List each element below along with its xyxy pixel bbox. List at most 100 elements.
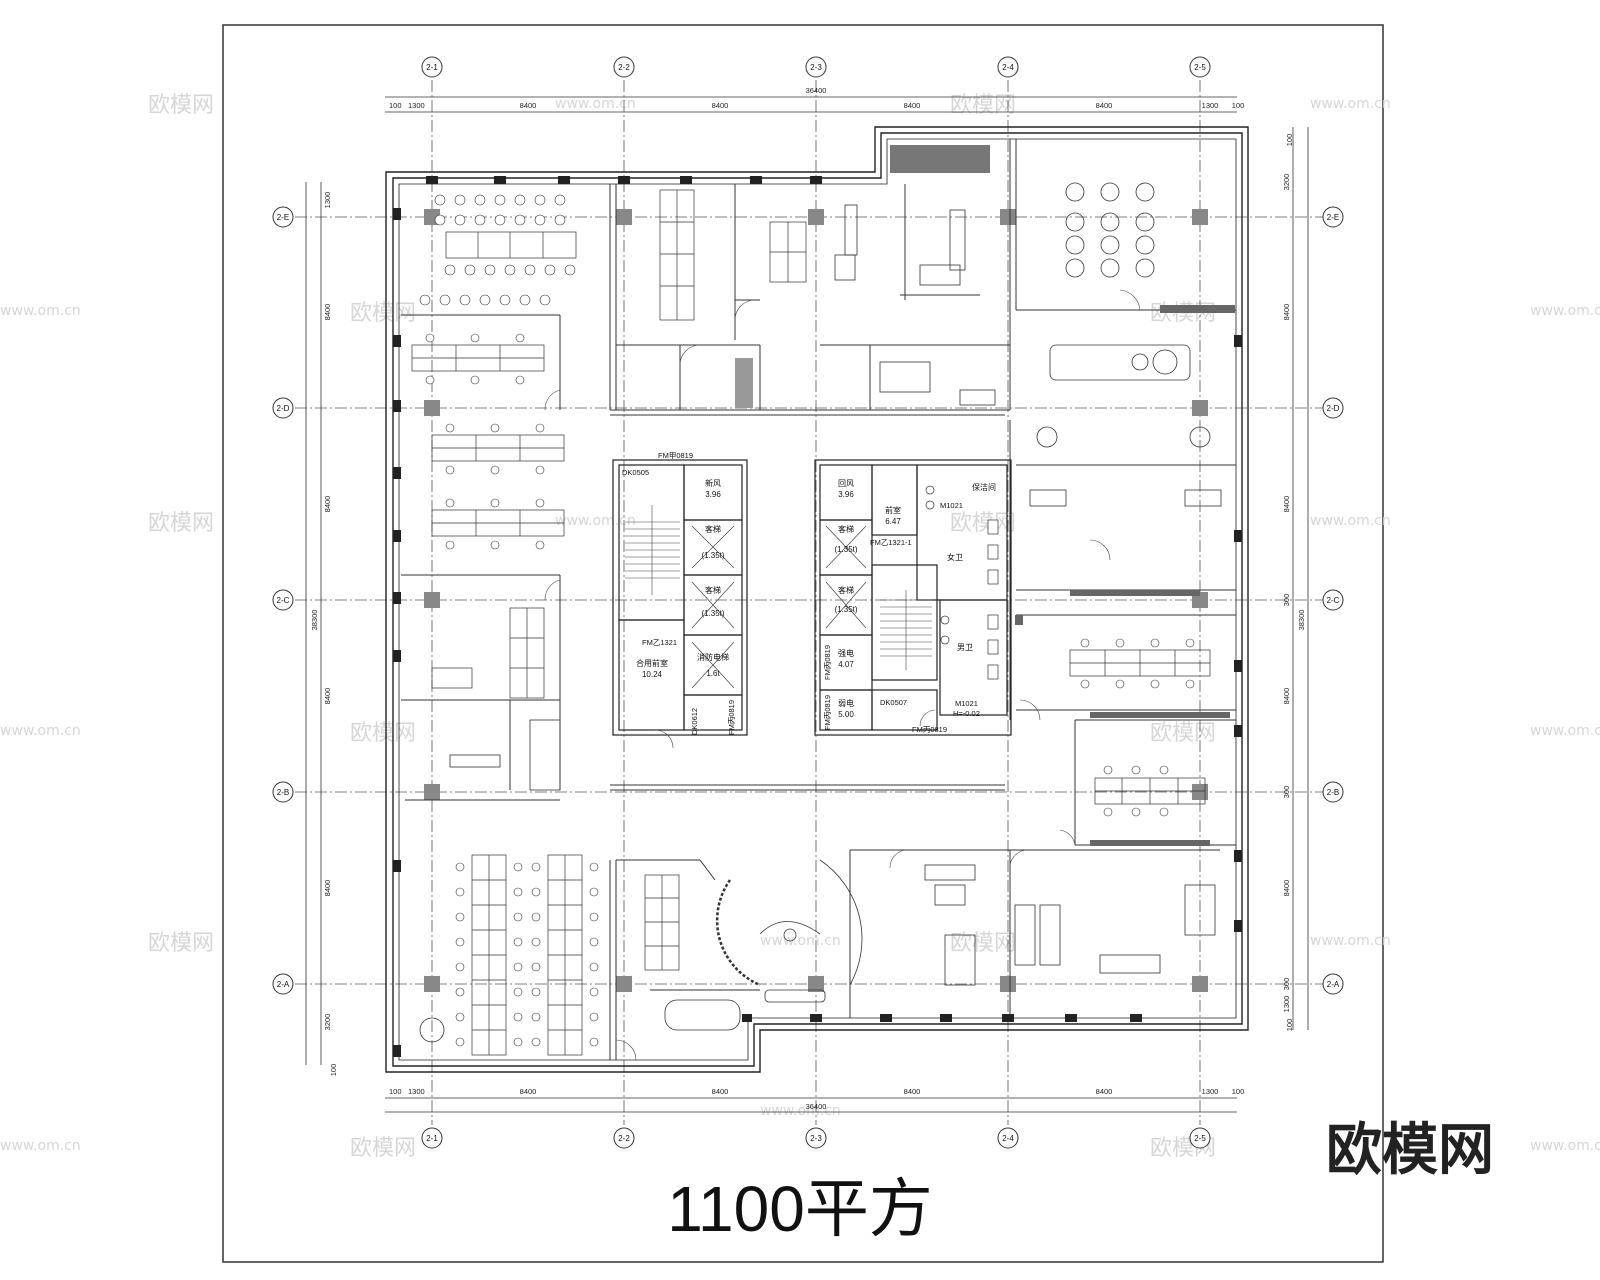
structural-columns xyxy=(393,176,1242,1057)
watermark: 欧模网 xyxy=(1150,721,1216,746)
drawing-title: 1100平方 xyxy=(667,1173,933,1245)
dim-right: 3200 xyxy=(1282,174,1291,191)
stair-treads xyxy=(625,505,932,670)
room-name: 客梯 xyxy=(838,585,854,595)
watermark-url: www.om.cn xyxy=(1310,513,1391,529)
axis-bubble-left: 2-C xyxy=(272,589,294,611)
watermark-url: www.om.cn xyxy=(555,96,636,112)
door-swings xyxy=(544,289,1141,1061)
axis-bubble-left: 2-A xyxy=(272,973,294,995)
dim-right: 300 xyxy=(1282,978,1291,991)
core-room-labels: 新风 3.96 回风 3.96 前室 6.47 合用前室 10.24 强电 4.… xyxy=(636,478,996,719)
room-name: 男卫 xyxy=(957,643,973,652)
svg-text:2-C: 2-C xyxy=(277,596,290,605)
axis-bubble-left: 2-B xyxy=(272,781,294,803)
dim-left: 100 xyxy=(329,1064,338,1077)
dim-right: 1300 xyxy=(1282,996,1291,1013)
dim-left: 8400 xyxy=(323,688,332,705)
door-tag: FM丙0819 xyxy=(727,700,736,735)
dim-top: 100 xyxy=(1232,101,1245,110)
axis-bubble-bottom: 2-3 xyxy=(805,1127,827,1149)
dim-top-total: 36400 xyxy=(806,86,827,95)
room-name: 女卫 xyxy=(947,552,963,562)
dim-right: 300 xyxy=(1282,594,1291,607)
room-area: (1.35t) xyxy=(701,609,724,618)
dim-right: 100 xyxy=(1285,1019,1294,1032)
dim-left: 8400 xyxy=(323,496,332,513)
svg-text:2-4: 2-4 xyxy=(1002,1134,1014,1143)
room-name: 保洁间 xyxy=(972,482,996,492)
watermark-url: www.om.cn xyxy=(0,1138,81,1154)
elevator-crosses xyxy=(691,525,867,689)
svg-text:2-1: 2-1 xyxy=(426,1134,438,1143)
dim-top: 100 xyxy=(389,101,402,110)
door-tag: FM乙1321-1 xyxy=(870,538,912,547)
room-name: 客梯 xyxy=(705,585,721,595)
room-area: 1.6t xyxy=(706,669,720,678)
dim-bottom: 100 xyxy=(389,1087,402,1096)
watermark-url: www.om.cn xyxy=(760,1103,841,1119)
room-name: 前室 xyxy=(885,505,901,515)
svg-text:2-A: 2-A xyxy=(277,980,290,989)
dim-top: 8400 xyxy=(520,101,537,110)
dim-bottom: 8400 xyxy=(1096,1087,1113,1096)
dimension-lines xyxy=(305,96,1309,1113)
dim-bottom-total: 36400 xyxy=(806,1102,827,1111)
svg-text:2-B: 2-B xyxy=(277,788,289,797)
hatched-elements xyxy=(735,145,1235,846)
axis-bubble-bottom: 2-2 xyxy=(613,1127,635,1149)
chairs xyxy=(419,194,1195,1047)
svg-text:2-B: 2-B xyxy=(1327,788,1339,797)
dim-right: 8400 xyxy=(1282,880,1291,897)
watermark: 欧模网 xyxy=(350,1136,416,1161)
svg-text:2-2: 2-2 xyxy=(618,63,630,72)
dim-right: 8400 xyxy=(1282,688,1291,705)
door-tag: FM丙0819 xyxy=(823,645,832,680)
watermark: 欧模网 xyxy=(1150,301,1216,326)
svg-text:2-4: 2-4 xyxy=(1002,63,1014,72)
axis-bubble-left: 2-E xyxy=(272,206,294,228)
sheet-frame xyxy=(222,24,1384,1263)
dim-bottom: 100 xyxy=(1232,1087,1245,1096)
watermark-url: www.om.cn xyxy=(555,513,636,529)
watermark-url: www.om.cn xyxy=(1530,1138,1600,1154)
dim-left: 1300 xyxy=(323,192,332,209)
door-tags: FM甲0819 FM乙1321 FM乙1321-1 DK0505 DK0507 … xyxy=(622,451,980,735)
dim-bottom: 8400 xyxy=(520,1087,537,1096)
dim-bottom: 1300 xyxy=(1202,1087,1219,1096)
svg-text:2-5: 2-5 xyxy=(1194,1134,1206,1143)
watermark-url: www.om.cn xyxy=(1530,723,1600,739)
watermark: 欧模网 xyxy=(350,721,416,746)
room-area: 3.96 xyxy=(705,490,721,499)
toilet-fixtures xyxy=(925,485,999,680)
workstation-clusters xyxy=(411,189,1211,1056)
dim-top: 8400 xyxy=(904,101,921,110)
room-name: 弱电 xyxy=(838,698,854,708)
svg-text:2-E: 2-E xyxy=(1327,213,1339,222)
axis-bubble-right: 2-B xyxy=(1322,781,1344,803)
svg-text:2-A: 2-A xyxy=(1327,980,1340,989)
axis-bubble-right: 2-A xyxy=(1322,973,1344,995)
axis-bubbles: 2-1 2-2 2-3 2-4 2-5 2-1 2-2 2-3 2-4 2-5 … xyxy=(272,56,1344,1149)
dim-top: 1300 xyxy=(408,101,425,110)
watermark-url: www.om.cn xyxy=(760,933,841,949)
room-name: 客梯 xyxy=(838,524,854,534)
axis-bubble-bottom: 2-1 xyxy=(421,1127,443,1149)
axis-bubble-top: 2-2 xyxy=(613,56,635,78)
door-tag: M1021 xyxy=(940,501,963,510)
svg-text:2-2: 2-2 xyxy=(618,1134,630,1143)
dim-top: 8400 xyxy=(712,101,729,110)
svg-text:2-1: 2-1 xyxy=(426,63,438,72)
room-name: 回风 xyxy=(838,479,854,488)
room-name: 客梯 xyxy=(705,524,721,534)
door-tag: M1021 xyxy=(955,699,978,708)
room-area: 6.47 xyxy=(885,517,901,526)
watermark-url: www.om.cn xyxy=(0,723,81,739)
dim-right: 8400 xyxy=(1282,496,1291,513)
dim-left: 8400 xyxy=(323,880,332,897)
dimension-text: 36400 100 1300 8400 8400 8400 8400 1300 … xyxy=(310,86,1306,1111)
brand-watermark: 欧模网 xyxy=(1326,1118,1494,1183)
interior-partitions xyxy=(401,139,1236,1060)
axis-bubble-top: 2-4 xyxy=(997,56,1019,78)
